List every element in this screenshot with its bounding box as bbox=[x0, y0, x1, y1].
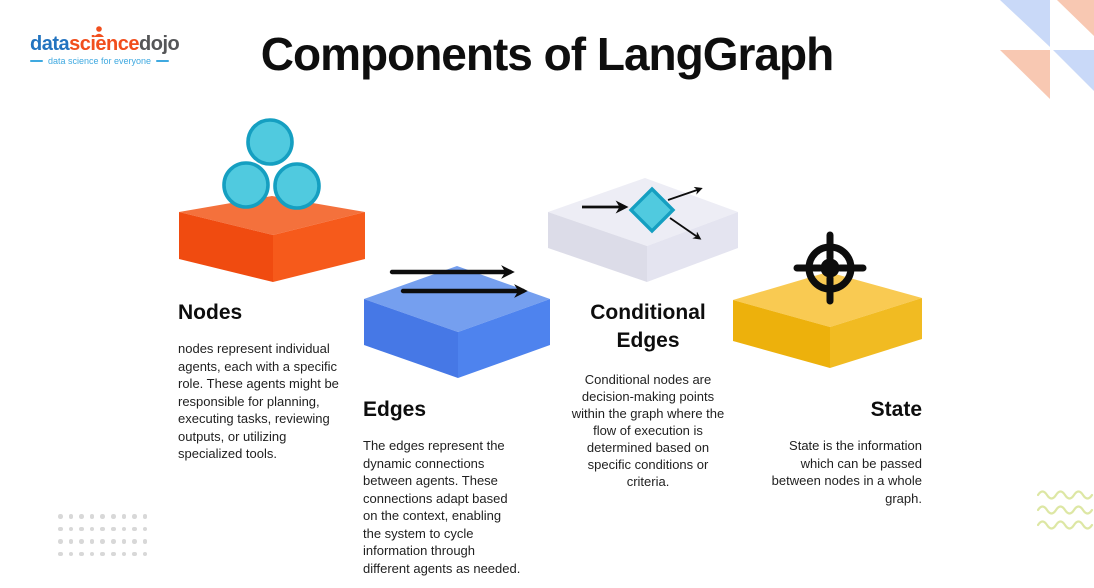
dot bbox=[132, 526, 137, 532]
logo-word-science: science bbox=[69, 33, 140, 55]
logo-word-data: data bbox=[30, 33, 70, 55]
dot bbox=[100, 551, 105, 557]
logo: datasciencedojo data science for everyon… bbox=[30, 26, 200, 66]
logo-person-icon bbox=[94, 26, 104, 37]
dot bbox=[110, 514, 116, 519]
platform-left-face bbox=[179, 212, 273, 282]
conditional-edges-body: Conditional nodes are decision-making po… bbox=[571, 372, 725, 489]
dot bbox=[68, 514, 74, 519]
triangle-blue-bottom bbox=[1053, 50, 1094, 91]
platform-right-face bbox=[273, 212, 365, 282]
dot bbox=[142, 551, 148, 557]
dot bbox=[89, 551, 95, 557]
triangle-pattern-decoration bbox=[1000, 0, 1094, 99]
platform-top-face bbox=[364, 266, 550, 332]
nodes-body: nodes represent individual agents, each … bbox=[178, 341, 339, 461]
dot bbox=[58, 539, 63, 544]
dot bbox=[142, 514, 148, 519]
dot bbox=[110, 551, 116, 557]
dot bbox=[110, 539, 116, 544]
platform-left-face bbox=[733, 300, 830, 368]
state-illustration bbox=[733, 231, 922, 368]
triangle-peach-top bbox=[1057, 0, 1094, 36]
platform-right-face bbox=[647, 212, 738, 282]
three-agent-circles-icon bbox=[222, 118, 321, 210]
page-title: Components of LangGraph bbox=[260, 28, 834, 80]
edges-platform bbox=[364, 266, 550, 378]
dot bbox=[132, 514, 137, 519]
dot bbox=[89, 514, 95, 519]
platform-right-face bbox=[458, 299, 550, 378]
dot bbox=[132, 551, 137, 557]
platform-right-face bbox=[830, 298, 922, 368]
dot bbox=[58, 514, 63, 519]
platform-left-face bbox=[548, 212, 647, 282]
agent-circle bbox=[273, 162, 321, 210]
nodes-platform bbox=[179, 196, 365, 282]
edges-body: The edges represent the dynamic connecti… bbox=[363, 438, 521, 576]
logo-word-dojo: dojo bbox=[139, 33, 180, 55]
dot bbox=[79, 539, 84, 544]
conditional-edges-illustration bbox=[548, 178, 738, 282]
dot bbox=[121, 526, 127, 532]
state-heading: State bbox=[870, 398, 922, 421]
state-body: State is the information which can be pa… bbox=[771, 438, 922, 506]
double-flow-arrows-icon bbox=[389, 265, 528, 298]
triangle-blue-top bbox=[1000, 0, 1050, 47]
triangle-peach-bottom bbox=[1000, 50, 1050, 99]
nodes-illustration bbox=[179, 118, 365, 282]
dot bbox=[79, 526, 84, 532]
platform-left-face bbox=[364, 299, 458, 378]
dot bbox=[68, 551, 74, 557]
wave-pattern-decoration bbox=[1037, 490, 1094, 530]
dot bbox=[89, 526, 95, 532]
dot bbox=[100, 539, 105, 544]
edges-illustration bbox=[364, 265, 550, 378]
dot bbox=[100, 526, 105, 532]
dot bbox=[110, 526, 116, 532]
dot bbox=[79, 551, 84, 557]
logo-wordmark: datasciencedojo bbox=[30, 26, 200, 55]
dot bbox=[132, 539, 137, 544]
dot bbox=[100, 514, 105, 519]
dot bbox=[68, 526, 74, 532]
agent-circle bbox=[222, 161, 270, 209]
dot bbox=[79, 514, 84, 519]
tagline-dash-left bbox=[30, 60, 43, 62]
dot bbox=[58, 526, 63, 532]
platform-top-face bbox=[179, 196, 365, 235]
dot bbox=[121, 551, 127, 557]
dot bbox=[142, 526, 148, 532]
decision-diamond-icon bbox=[582, 186, 703, 240]
dot-grid-decoration bbox=[58, 514, 148, 557]
dot bbox=[68, 539, 74, 544]
branch-arrow-down bbox=[669, 217, 702, 240]
agent-circle bbox=[246, 118, 294, 166]
edges-heading: Edges bbox=[363, 398, 427, 421]
branch-arrow-up bbox=[667, 186, 703, 201]
dot bbox=[58, 551, 63, 557]
dot bbox=[121, 539, 127, 544]
nodes-heading: Nodes bbox=[178, 301, 243, 324]
conditional-edges-heading: Conditional Edges bbox=[590, 301, 706, 352]
logo-tagline: data science for everyone bbox=[48, 56, 152, 66]
dot bbox=[142, 539, 148, 544]
conditional-platform bbox=[548, 178, 738, 282]
tagline-dash-right bbox=[156, 60, 170, 62]
target-crosshair-icon bbox=[793, 231, 867, 305]
diamond-shape bbox=[628, 186, 676, 234]
logo-tagline-row: data science for everyone bbox=[30, 56, 200, 66]
dot bbox=[89, 539, 95, 544]
dot bbox=[121, 514, 127, 519]
